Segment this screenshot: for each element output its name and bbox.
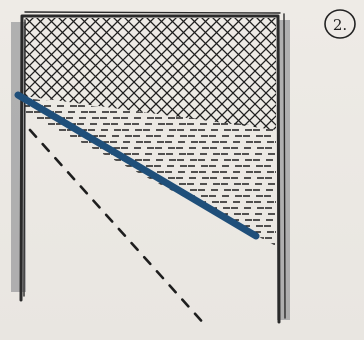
crosshatch-area <box>0 12 364 152</box>
sketch-number: 2. <box>333 16 347 34</box>
hatch-stroke <box>0 12 6 152</box>
hatch-stroke <box>0 12 6 152</box>
